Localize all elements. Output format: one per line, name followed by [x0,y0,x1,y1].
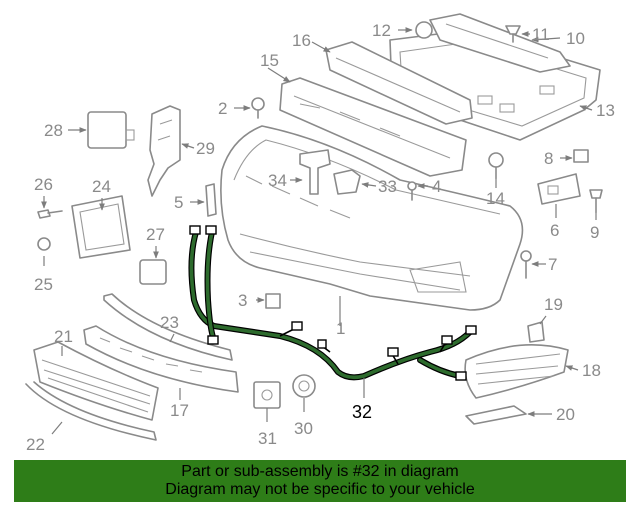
callout-24: 24 [92,177,111,196]
callout-3: 3 [238,291,247,310]
callout-10: 10 [566,29,585,48]
clip-11-part [505,25,521,43]
module-28-part [87,111,135,149]
callout-9: 9 [590,223,599,242]
grille-21-part [33,341,159,421]
callout-14: 14 [486,189,505,208]
callout-7: 7 [548,255,557,274]
callout-12: 12 [372,21,391,40]
callout-15: 15 [260,51,279,70]
screw-4-part [407,181,417,201]
notice-banner: Part or sub-assembly is #32 in diagram D… [14,460,626,502]
callout-11: 11 [532,25,550,44]
bezel-31-part [253,381,281,409]
callout-33: 33 [378,177,397,196]
callout-8: 8 [544,149,553,168]
lower-trim-17-part [83,325,239,393]
bolt-7-part [520,250,532,279]
sensor-27-part [139,259,167,285]
energy-absorber-upper-part [325,41,473,125]
clip-3-part [265,293,281,309]
bolt-26-part [37,209,63,219]
callout-21: 21 [54,327,73,346]
bolt-14-part [488,152,504,179]
upper-bracket-part [429,13,571,73]
side-grille-18-part [464,344,569,399]
grille-trim-22-part [25,381,157,441]
bracket-6-part [537,173,581,205]
callout-23: 23 [160,313,179,332]
energy-absorber-lower-part [279,77,467,177]
callout-26: 26 [34,175,53,194]
leader-lines [41,27,597,435]
callout-25: 25 [34,275,53,294]
clip-25-part [37,237,51,251]
callout-34: 34 [268,171,287,190]
nut-12-part [415,21,433,39]
parts-diagram: 1 2 3 4 5 6 7 8 9 10 11 12 13 14 15 16 1… [25,13,615,454]
part-8 [573,149,589,163]
bolt-9-part [589,189,603,213]
callout-6: 6 [550,221,559,240]
bracket-29-part [147,105,181,197]
license-bracket-24-part [71,195,131,259]
callout-labels: 1 2 3 4 5 6 7 8 9 10 11 12 13 14 15 16 1… [26,21,615,454]
cover-19-part [527,321,545,343]
callout-22: 22 [26,435,45,454]
notice-line-2: Diagram may not be specific to your vehi… [165,481,475,498]
callout-2: 2 [218,99,227,118]
callout-1: 1 [336,319,345,338]
sensor-30-part [292,374,316,398]
callout-5: 5 [174,193,183,212]
callout-27: 27 [146,225,165,244]
callout-17: 17 [170,401,189,420]
callout-20: 20 [556,405,575,424]
push-pin-2-part [251,97,265,119]
callout-18: 18 [582,361,601,380]
deflector-23-part [103,293,233,361]
notice-line-1: Part or sub-assembly is #32 in diagram [181,463,459,480]
clip-5-part [205,183,217,217]
callout-4: 4 [432,177,441,196]
sensor-33-part [333,169,361,195]
callout-29: 29 [196,139,215,158]
bracket-34-part [299,149,331,195]
wiring-harness-32-part [188,225,477,381]
callout-16: 16 [292,31,311,50]
callout-30: 30 [294,419,313,438]
callout-31: 31 [258,429,277,448]
callout-28: 28 [44,121,63,140]
callout-13: 13 [596,101,615,120]
callout-32-highlighted: 32 [352,402,372,422]
trim-20-part [465,405,527,425]
bumper-cover-part [220,125,524,311]
callout-19: 19 [544,295,563,314]
